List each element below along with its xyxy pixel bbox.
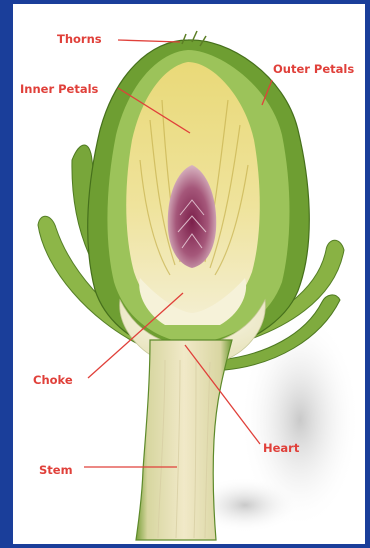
label-stem: Stem <box>39 463 73 477</box>
label-heart: Heart <box>263 441 299 455</box>
label-inner-petals: Inner Petals <box>20 82 98 96</box>
label-choke: Choke <box>33 373 73 387</box>
label-outer-petals: Outer Petals <box>273 62 354 76</box>
label-thorns: Thorns <box>57 32 102 46</box>
